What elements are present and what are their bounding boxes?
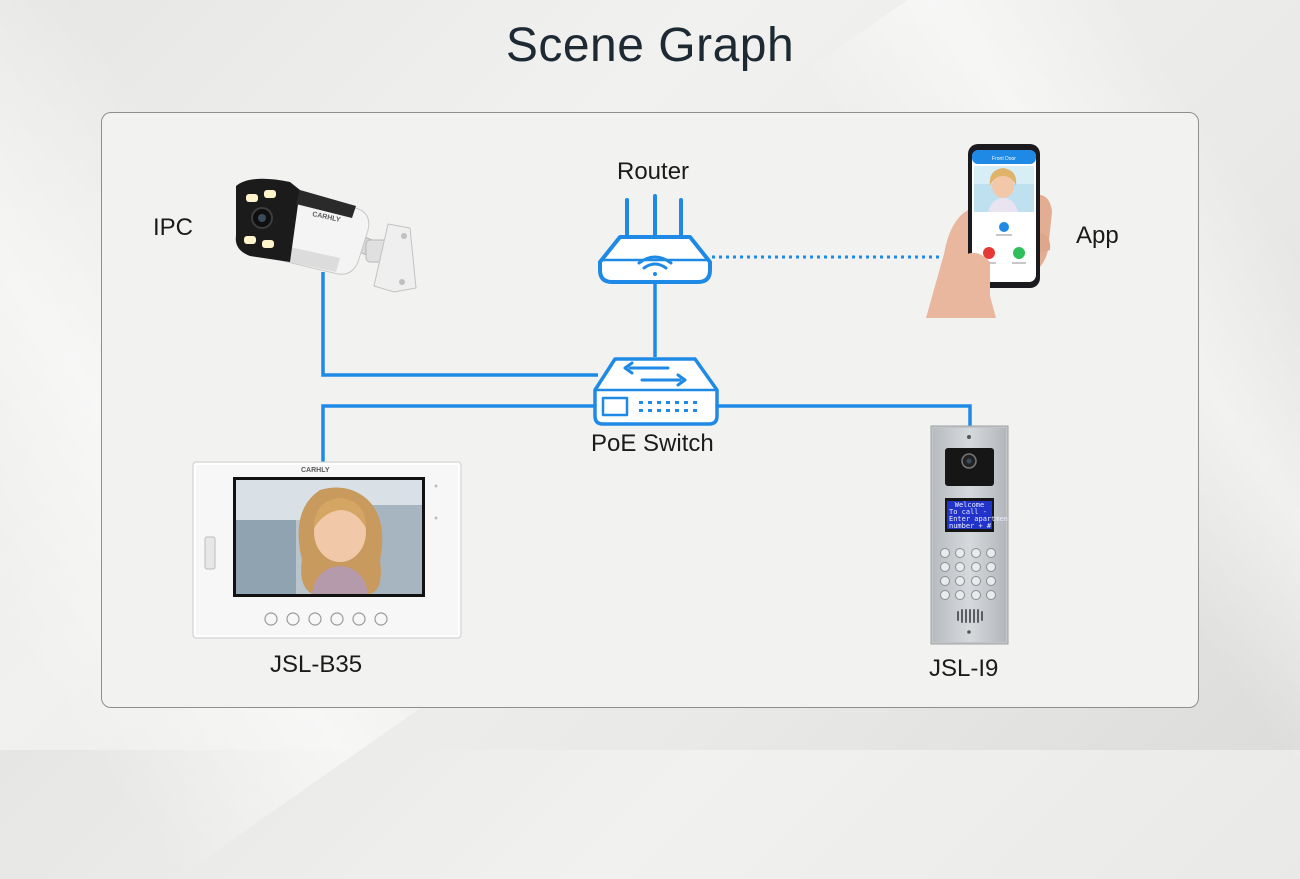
door-station: Welcome To call - Enter apartment number… — [930, 425, 1012, 645]
lcd-line-3: Enter apartment — [949, 515, 1012, 523]
page-title: Scene Graph — [505, 19, 795, 72]
app-label: App — [1076, 222, 1119, 249]
scene-graph-diagram: CARHLY Front Door — [192, 144, 1052, 645]
link-switch-doorstation — [717, 404, 972, 426]
lcd-line-4: number + # — [949, 522, 992, 530]
router-label: Router — [617, 158, 690, 185]
ipc-camera: CARHLY — [235, 178, 417, 293]
ipc-label: IPC — [153, 214, 194, 241]
app-phone: Front Door — [926, 144, 1052, 318]
poe-switch-label: PoE Switch — [591, 430, 714, 457]
connections — [321, 255, 972, 462]
lcd-line-2: To call - — [949, 508, 987, 516]
indoor-monitor: CARHLY — [192, 461, 462, 639]
monitor-brand: CARHLY — [301, 467, 330, 474]
poe-switch-icon — [593, 357, 719, 426]
indoor-monitor-label: JSL-B35 — [270, 651, 363, 678]
door-station-label: JSL-I9 — [929, 655, 999, 682]
door-station-speaker — [957, 609, 983, 623]
poe-switch-ports — [639, 401, 697, 412]
link-switch-monitor — [321, 404, 595, 462]
app-screen-title: Front Door — [992, 156, 1016, 162]
lcd-line-1: Welcome — [955, 501, 985, 509]
door-station-keypad — [940, 548, 996, 600]
router-icon — [598, 194, 712, 284]
link-ipc-switch — [321, 272, 598, 377]
